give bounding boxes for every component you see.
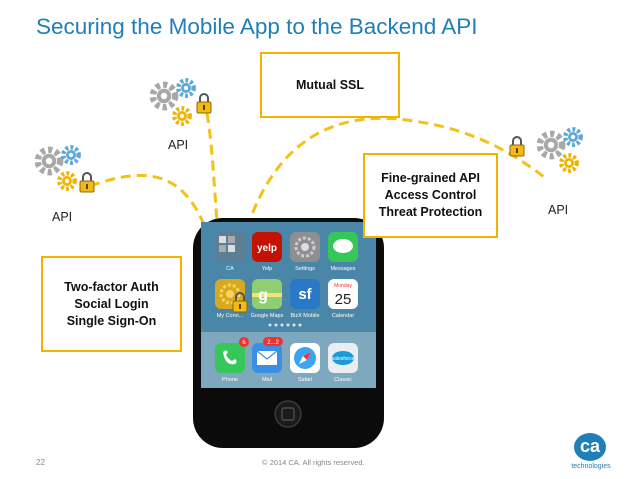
app-label: Yelp: [262, 266, 273, 272]
ca-technologies-logo: ca technologies: [566, 433, 616, 475]
callout-line: Two-factor Auth: [64, 279, 159, 294]
dock-safari[interactable]: [290, 343, 320, 373]
dock-mail[interactable]: 2...2: [252, 337, 283, 373]
callout-api-features: Fine-grained API Access Control Threat P…: [363, 153, 498, 238]
api-node-top: [153, 80, 212, 123]
svg-text:yelp: yelp: [257, 243, 277, 254]
callout-line: Threat Protection: [378, 205, 483, 219]
slide-number: 22: [36, 458, 45, 467]
app-google-maps[interactable]: g: [252, 279, 282, 309]
dock-classic[interactable]: salesforce: [328, 343, 358, 373]
app-settings[interactable]: [290, 232, 320, 262]
lock-icon: [196, 93, 212, 114]
ca-logo-sub: technologies: [571, 463, 611, 470]
api-node-left: [38, 147, 95, 193]
api-label-left: API: [52, 210, 73, 224]
phone: yelp g sf Monday 25: [193, 218, 384, 448]
svg-text:g: g: [258, 287, 268, 304]
app-bizx[interactable]: sf: [290, 279, 320, 309]
page-dots: [268, 323, 302, 327]
calendar-day: Monday: [334, 283, 352, 289]
app-ca[interactable]: [215, 232, 245, 262]
ca-logo-mark: ca: [574, 433, 606, 461]
api-label-top: API: [168, 138, 189, 152]
copyright: © 2014 CA. All rights reserved.: [262, 458, 365, 467]
dock-phone[interactable]: 6: [215, 337, 249, 373]
api-label-right: API: [548, 203, 569, 217]
app-yelp[interactable]: yelp: [252, 232, 282, 262]
callout-line: Social Login: [74, 296, 149, 311]
app-label: Settings: [295, 266, 315, 272]
app-label: Messages: [330, 266, 355, 272]
app-label: BizX Mobile: [290, 313, 319, 319]
dock-label: Safari: [298, 377, 312, 383]
home-button[interactable]: [274, 400, 302, 428]
dock-label: Phone: [222, 377, 238, 383]
svg-text:salesforce: salesforce: [332, 356, 355, 362]
app-label: Calendar: [332, 313, 354, 319]
app-label: My Conn...: [217, 313, 244, 319]
callout-mutual-ssl: Mutual SSL: [260, 52, 400, 118]
callout-line: Single Sign-On: [66, 313, 157, 328]
app-messages[interactable]: [328, 232, 358, 262]
badge: 2...2: [267, 340, 279, 346]
badge: 6: [242, 340, 246, 346]
lock-icon: [509, 136, 525, 157]
callout-line: Mutual SSL: [295, 77, 365, 92]
api-node-right: [509, 129, 581, 170]
svg-text:sf: sf: [298, 286, 312, 303]
lock-icon: [79, 172, 95, 193]
slide-title: Securing the Mobile App to the Backend A…: [36, 14, 478, 39]
calendar-date: 25: [335, 291, 352, 308]
callout-line: Fine-grained API: [381, 171, 480, 185]
line-phone-to-right-api: [230, 116, 549, 291]
dock-label: Classic: [334, 377, 352, 383]
callout-line: Access Control: [384, 188, 477, 202]
dock-label: Mail: [262, 377, 272, 383]
app-label: Google Maps: [251, 313, 284, 319]
callout-auth-features: Two-factor Auth Social Login Single Sign…: [41, 256, 182, 352]
app-label: CA: [226, 266, 234, 272]
app-calendar[interactable]: Monday 25: [328, 279, 358, 309]
